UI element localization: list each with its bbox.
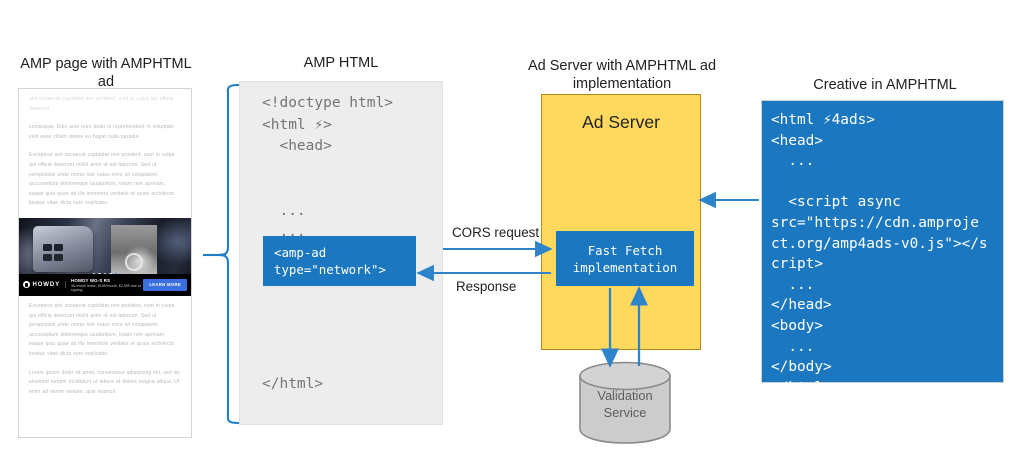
mock-paragraph: consequat. Duis aute irure dolor in repr… <box>29 124 174 140</box>
ad-copy: HOWDY WG-S RS 36-month lease, $189/month… <box>66 278 143 292</box>
brace-amp-html-to-page <box>203 83 240 425</box>
amp-ad-tag-box[interactable]: <amp-ad type="network"> <box>263 236 416 286</box>
ad-brand-logo: HOWDY <box>23 281 66 289</box>
mock-paragraph: sint occaecat cupidatat non proident, su… <box>29 96 174 112</box>
edge-label-cors-request: CORS request <box>452 225 540 240</box>
ad-brand-name: HOWDY <box>32 281 60 288</box>
ad-cta-button[interactable]: LEARN MORE <box>143 278 187 291</box>
creative-code-block: <html ⚡4ads> <head> ... <script async sr… <box>771 112 988 396</box>
fast-fetch-implementation-box[interactable]: Fast Fetch implementation <box>556 231 694 286</box>
amp-page-mockup: sint occaecat cupidatat non proident, su… <box>18 88 192 438</box>
amp-html-panel: <!doctype html> <html ⚡> <head> ... ... … <box>239 81 443 425</box>
validation-service-cylinder: Validation Service <box>578 361 672 445</box>
amp-html-code-block: <!doctype html> <html ⚡> <head> ... ... <box>262 95 393 240</box>
creative-amphtml-box: <html ⚡4ads> <head> ... <script async sr… <box>761 100 1004 396</box>
heading-amp-page: AMP page with AMPHTML ad <box>20 56 192 90</box>
amp-html-closing-tag: </html> <box>262 376 324 392</box>
edge-label-response: Response <box>456 279 517 294</box>
fast-fetch-label: Fast Fetch implementation <box>572 242 678 275</box>
amp-ad-tag-code: <amp-ad type="network"> <box>274 245 386 277</box>
howdy-logo-icon <box>23 281 30 289</box>
heading-amp-html: AMP HTML <box>303 55 379 71</box>
ad-subline: 36-month lease, $189/month, $2,999 due a… <box>71 283 141 292</box>
mock-paragraph: Lorem ipsum dolor sit amet, consectetur … <box>29 369 180 395</box>
ad-inset-image <box>111 224 157 275</box>
cylinder-shape <box>579 361 671 444</box>
mock-paragraph: Excepteur sint occaecat cupidatat non pr… <box>29 302 175 357</box>
amphtml-ad-creative-preview[interactable]: HOWDY HOWDY WG-S RS 36-month lease, $189… <box>19 217 191 296</box>
heading-creative: Creative in AMPHTML <box>813 77 957 93</box>
ad-server-box: Ad Server <box>541 94 701 350</box>
ad-headline: HOWDY WG-S RS <box>71 277 111 283</box>
mock-paragraph: Excepteur sint occaecat cupidatat non pr… <box>29 152 175 207</box>
ad-footer-bar: HOWDY HOWDY WG-S RS 36-month lease, $189… <box>19 273 191 296</box>
heading-ad-server: Ad Server with AMPHTML ad implementation <box>527 58 717 92</box>
ad-server-label: Ad Server <box>582 112 660 132</box>
